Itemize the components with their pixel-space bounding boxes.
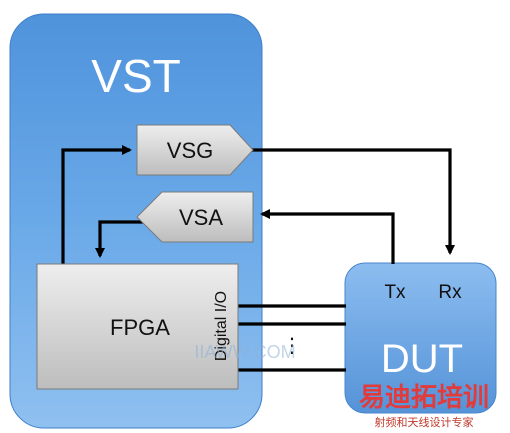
vsa-label: VSA (179, 205, 223, 230)
rx-label: Rx (438, 282, 462, 303)
fpga-label: FPGA (110, 315, 170, 340)
watermark-tagline: 射频和天线设计专家 (375, 415, 474, 429)
wire-tx-to-vsa (259, 208, 395, 264)
digital-io-ellipsis: ⋮ (282, 333, 302, 357)
vsg-label: VSG (167, 138, 213, 163)
dut-title: DUT (381, 337, 463, 381)
wire-fpga-to-vsg (61, 144, 133, 264)
vst-title: VST (91, 50, 180, 102)
wire-vsa-to-fpga (94, 220, 150, 259)
vsg-block (136, 124, 254, 176)
dut-box (344, 262, 497, 414)
wire-vsg-to-rx (250, 148, 456, 256)
watermark-brand: 易迪拓培训 (359, 383, 489, 413)
watermark-url: IIAWW.COM (194, 342, 295, 362)
tx-label: Tx (384, 282, 406, 303)
fpga-block (36, 263, 239, 390)
digital-io-label: Digital I/O (213, 291, 230, 361)
vsa-block (136, 191, 254, 243)
